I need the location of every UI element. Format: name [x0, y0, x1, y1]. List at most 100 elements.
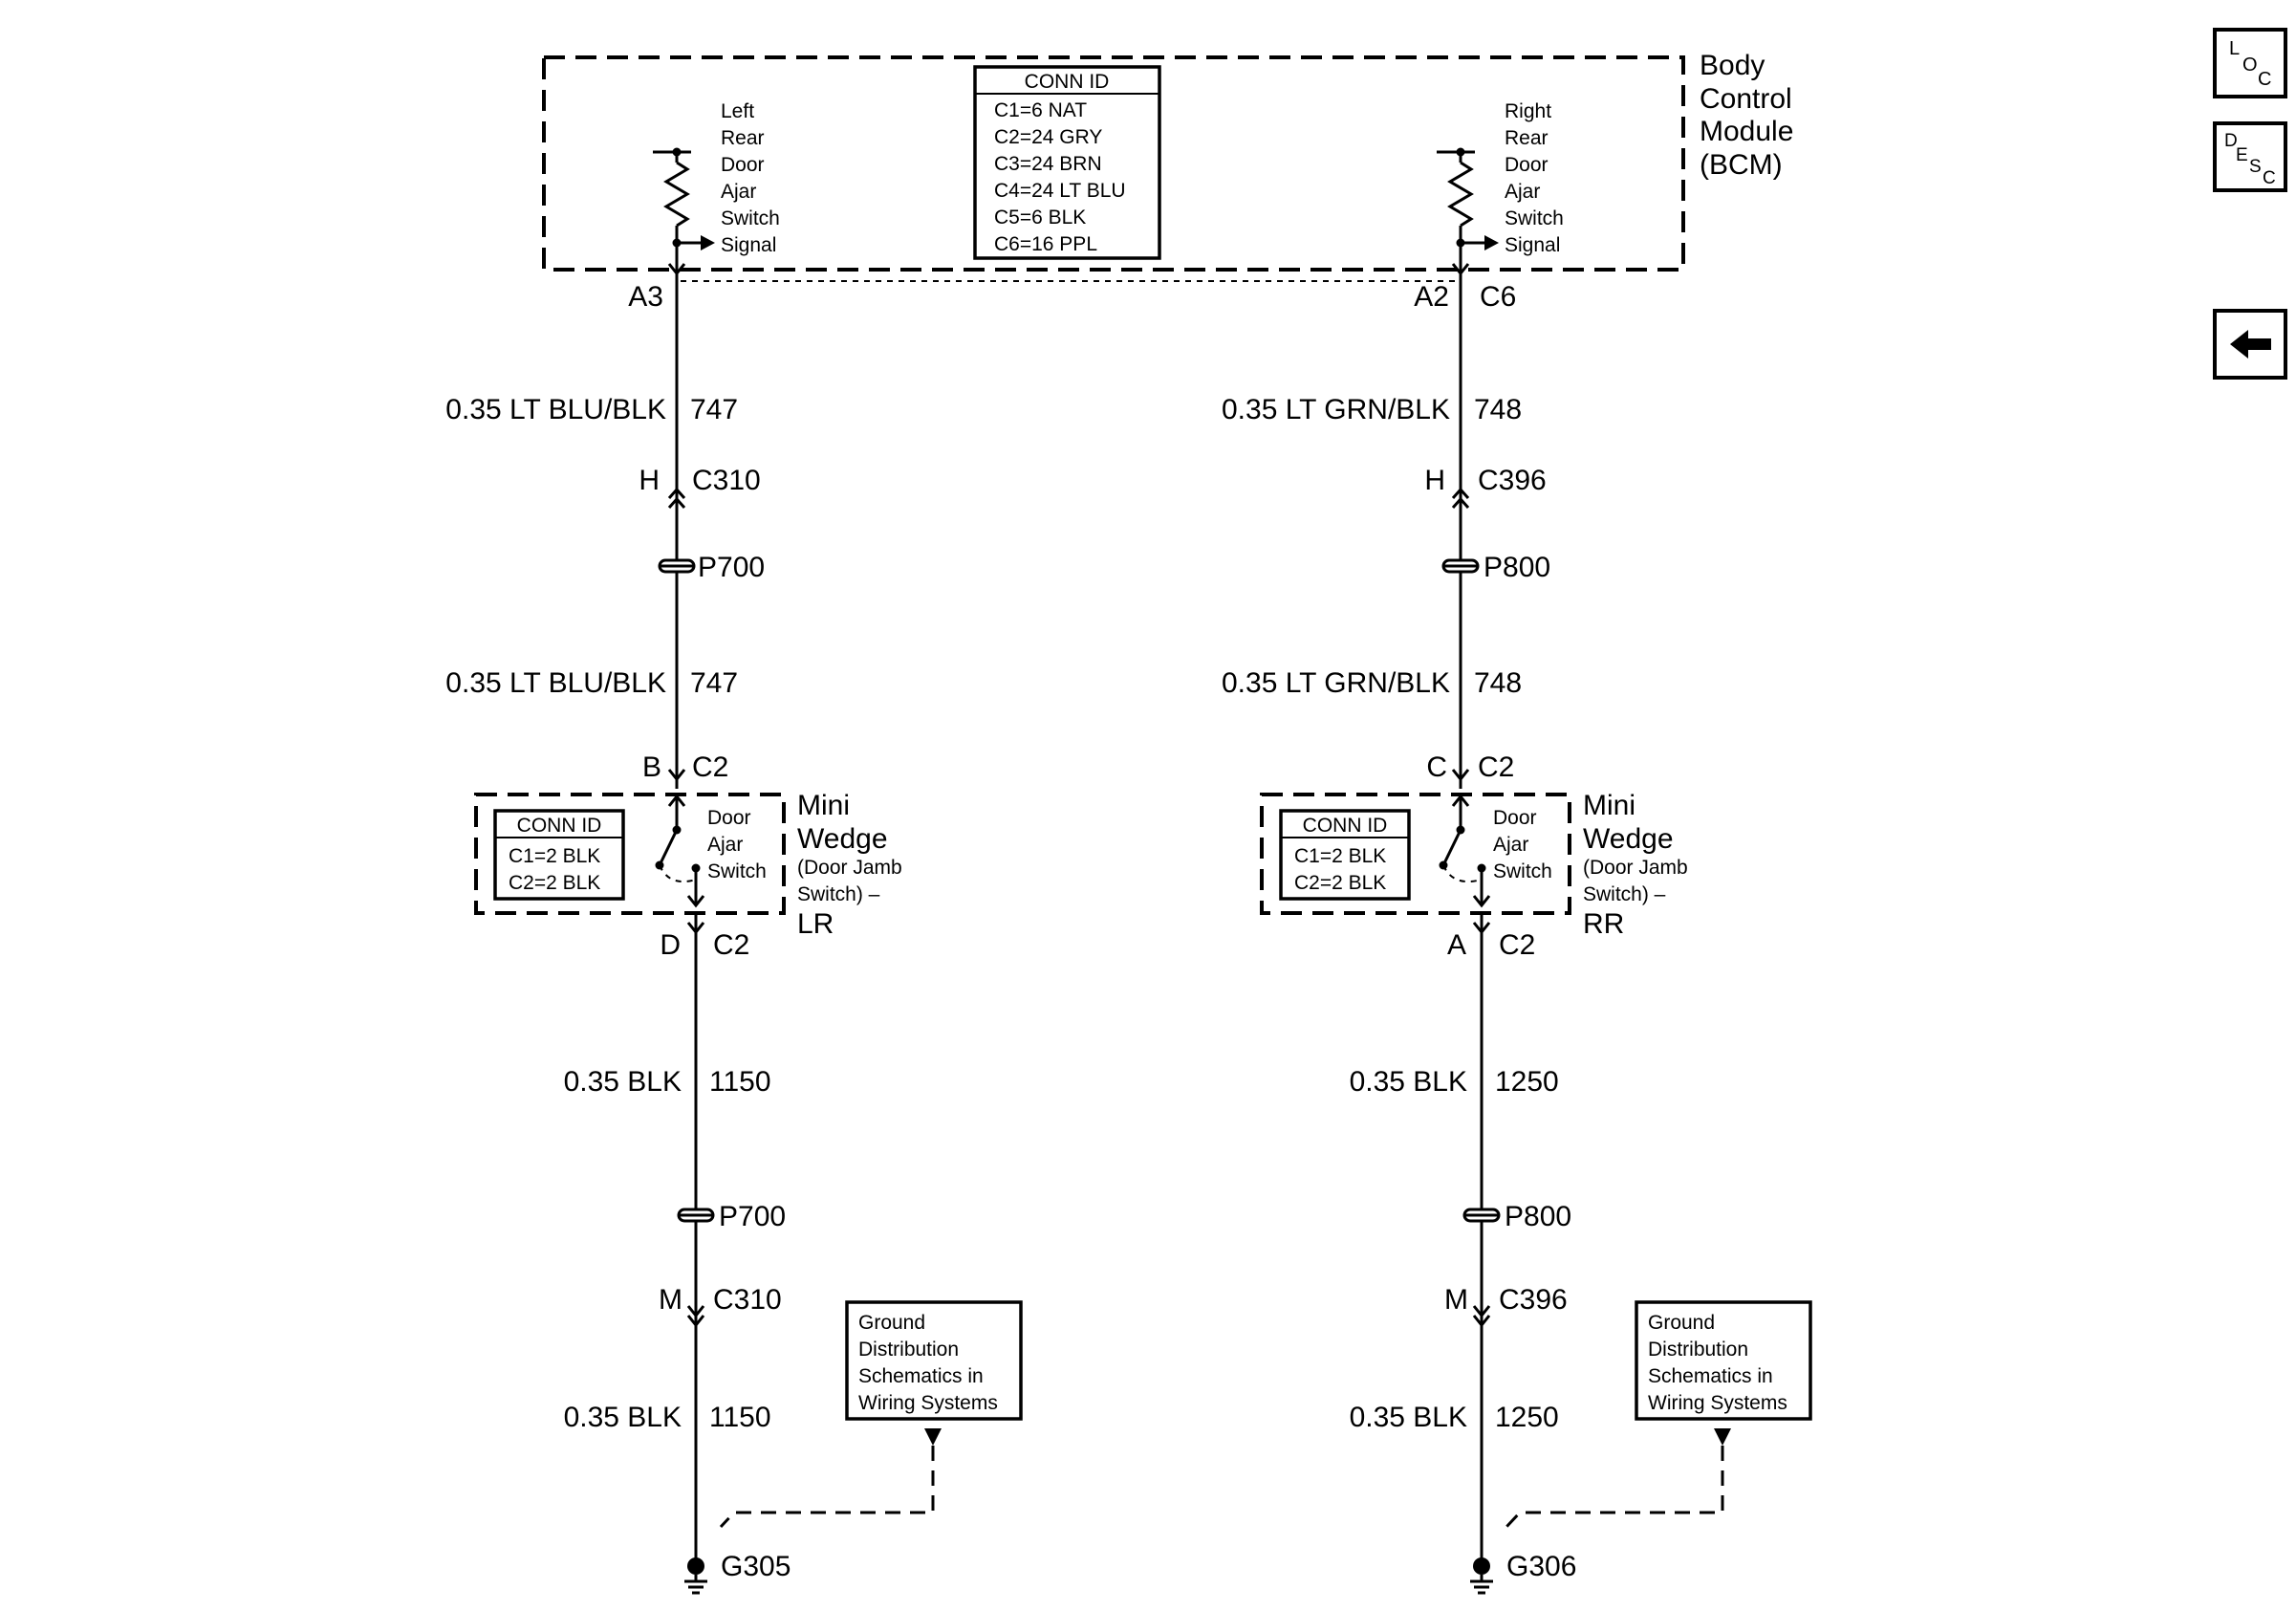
- left-signal-label-4: Ajar: [721, 181, 756, 203]
- left-wire4-color: 0.35 BLK: [564, 1402, 682, 1433]
- right-ground-icon: [1470, 1557, 1493, 1595]
- desc-letter-s: S: [2249, 157, 2262, 177]
- right-inline-pin: H: [1424, 465, 1445, 496]
- left-component-line-1: Mini: [797, 790, 850, 821]
- right-splice-icon: [1441, 558, 1480, 574]
- left-wire2-circuit: 747: [690, 667, 738, 699]
- left-component-suffix: LR: [797, 908, 834, 940]
- right-ground-reference-box[interactable]: Ground Distribution Schematics in Wiring…: [1635, 1300, 1812, 1421]
- right-ref-link: [1505, 1446, 1724, 1529]
- right-switch-label-2: Ajar: [1493, 834, 1528, 856]
- right-component-sub-2: Switch) –: [1583, 883, 1666, 905]
- bcm-conn-id-row-5: C5=6 BLK: [994, 207, 1086, 229]
- loc-button[interactable]: L O C: [2213, 28, 2287, 98]
- left-ref-line-3: Schematics in: [858, 1365, 984, 1387]
- right-bcm-connector: C6: [1480, 281, 1516, 313]
- bcm-conn-id-box: [973, 65, 1161, 260]
- left-ref-line-1: Ground: [858, 1312, 925, 1334]
- right-wire2-circuit: 748: [1474, 667, 1522, 699]
- right-switch-label-3: Switch: [1493, 860, 1552, 882]
- loc-letter-o: O: [2242, 54, 2258, 76]
- right-wire1-circuit: 748: [1474, 394, 1522, 425]
- left-switch-label-3: Switch: [707, 860, 767, 882]
- right-switch-conn-id-row-2: C2=2 BLK: [1294, 872, 1386, 894]
- right-ref-pointer-icon: [1714, 1428, 1731, 1446]
- right-mini-wedge-outline: [1260, 793, 1571, 915]
- right-wire4-color: 0.35 BLK: [1350, 1402, 1467, 1433]
- left-signal-label-1: Left: [721, 100, 754, 122]
- left-component-line-2: Wedge: [797, 823, 888, 855]
- right-splice2: P800: [1505, 1201, 1571, 1232]
- left-signal-label-6: Signal: [721, 234, 776, 256]
- back-button[interactable]: [2213, 309, 2287, 380]
- bcm-conn-id-title: CONN ID: [1025, 71, 1110, 93]
- right-switch-in-connector: C2: [1478, 751, 1514, 783]
- bcm-outline: [542, 55, 1685, 272]
- desc-button[interactable]: D E S C: [2213, 121, 2287, 192]
- right-circuit: A2 C6 0.35 LT GRN/BLK 748 H C396 P800 0.…: [1222, 281, 1812, 1595]
- left-switch-out-connector: C2: [713, 929, 749, 961]
- left-ground-connector: C310: [713, 1284, 782, 1316]
- left-signal-resistor-icon: [653, 147, 715, 283]
- bcm-label-line-3: Module: [1700, 116, 1793, 147]
- left-wire2-color: 0.35 LT BLU/BLK: [445, 667, 666, 699]
- right-ground-label: G306: [1506, 1551, 1576, 1582]
- bcm-label-line-2: Control: [1700, 83, 1792, 115]
- left-ground-icon: [684, 1557, 707, 1595]
- left-bcm-pin: A3: [628, 281, 663, 313]
- left-ground-connector-icon: [686, 1305, 705, 1328]
- right-signal-label-1: Right: [1505, 100, 1551, 122]
- left-wire1-circuit: 747: [690, 394, 738, 425]
- bcm-label-line-4: (BCM): [1700, 149, 1783, 181]
- bcm-conn-id-row-4: C4=24 LT BLU: [994, 180, 1126, 202]
- desc-letter-e: E: [2236, 145, 2248, 165]
- right-wire4-circuit: 1250: [1495, 1402, 1559, 1433]
- desc-letter-c: C: [2263, 168, 2276, 188]
- right-ref-line-1: Ground: [1648, 1312, 1715, 1334]
- left-signal-label-2: Rear: [721, 127, 765, 149]
- desc-letter-d: D: [2224, 131, 2238, 151]
- left-ref-pointer-icon: [924, 1428, 942, 1446]
- right-signal-label-5: Switch: [1505, 207, 1564, 229]
- right-ground-connector: C396: [1499, 1284, 1568, 1316]
- left-switch-out-pin: D: [660, 929, 681, 961]
- left-switch-conn-id-row-1: C1=2 BLK: [509, 845, 600, 867]
- left-ref-line-2: Distribution: [858, 1339, 959, 1361]
- left-inline-pin: H: [639, 465, 660, 496]
- right-switch-conn-id-row-1: C1=2 BLK: [1294, 845, 1386, 867]
- left-wire3-color: 0.35 BLK: [564, 1066, 682, 1098]
- left-switch-in-pin: B: [642, 751, 661, 783]
- right-wire3-circuit: 1250: [1495, 1066, 1559, 1098]
- right-ref-line-4: Wiring Systems: [1648, 1392, 1787, 1414]
- left-wire1-color: 0.35 LT BLU/BLK: [445, 394, 666, 425]
- right-switch-conn-id-title: CONN ID: [1303, 815, 1388, 837]
- bcm-conn-id-row-1: C1=6 NAT: [994, 99, 1087, 121]
- right-inline-connector: C396: [1478, 465, 1547, 496]
- right-component-line-2: Wedge: [1583, 823, 1674, 855]
- bcm-conn-id-row-2: C2=24 GRY: [994, 126, 1102, 148]
- left-switch-label-2: Ajar: [707, 834, 743, 856]
- left-ground-reference-box[interactable]: Ground Distribution Schematics in Wiring…: [845, 1300, 1023, 1421]
- right-switch-label-1: Door: [1493, 807, 1537, 829]
- left-switch-conn-id-row-2: C2=2 BLK: [509, 872, 600, 894]
- right-signal-label-2: Rear: [1505, 127, 1549, 149]
- right-door-ajar-switch-icon: [1439, 794, 1491, 908]
- left-splice2-icon: [677, 1208, 715, 1223]
- left-switch-in-connector: C2: [692, 751, 728, 783]
- left-ground-pin: M: [659, 1284, 682, 1316]
- left-inline-connector: C310: [692, 465, 761, 496]
- right-ref-line-3: Schematics in: [1648, 1365, 1773, 1387]
- right-splice1: P800: [1484, 552, 1550, 583]
- right-inline-connector-icon: [1451, 487, 1470, 509]
- left-component-sub-1: (Door Jamb: [797, 857, 902, 879]
- right-component-line-1: Mini: [1583, 790, 1635, 821]
- right-wire2-color: 0.35 LT GRN/BLK: [1222, 667, 1450, 699]
- right-splice2-icon: [1462, 1208, 1501, 1223]
- bcm-module: Body Control Module (BCM) CONN ID C1=6 N…: [542, 50, 1793, 283]
- right-component-sub-1: (Door Jamb: [1583, 857, 1688, 879]
- loc-letter-l: L: [2229, 38, 2240, 59]
- bcm-label-line-1: Body: [1700, 50, 1765, 81]
- right-switch-in-pin: C: [1426, 751, 1447, 783]
- right-wire3-color: 0.35 BLK: [1350, 1066, 1467, 1098]
